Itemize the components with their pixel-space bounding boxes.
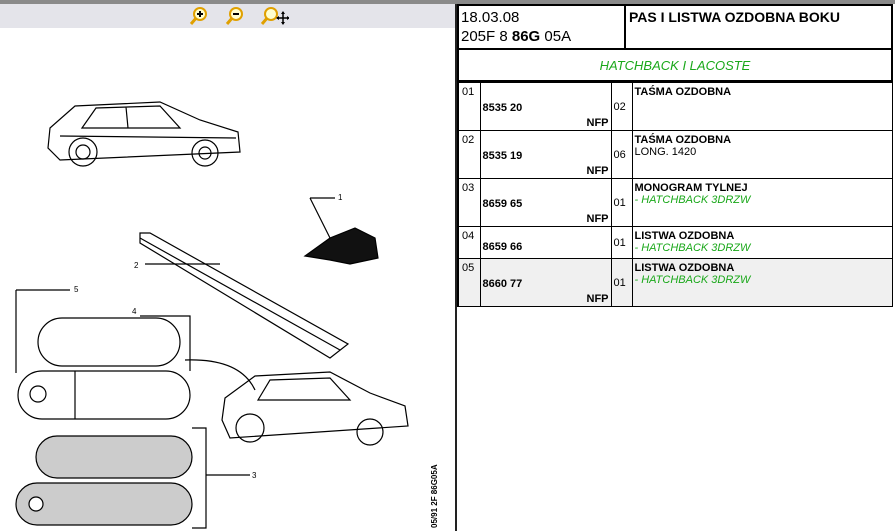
diagram-panel: 1 2 5 4 3 05/91 2F 86G05A xyxy=(0,4,455,531)
part-quantity: 06 xyxy=(610,130,633,179)
nfp-label: NFP xyxy=(586,213,609,225)
part-reference-cell: 8659 65 NFP xyxy=(479,178,612,227)
panel-divider xyxy=(455,4,457,531)
part-description: MONOGRAM TYLNEJ- HATCHBACK 3DRZW xyxy=(631,178,893,227)
part-note: - HATCHBACK 3DRZW xyxy=(634,274,751,286)
part-quantity: 01 xyxy=(610,178,633,227)
parts-panel: 18.03.08 205F 8 86G 05A PAS I LISTWA OZD… xyxy=(457,4,895,531)
zoom-pan-icon xyxy=(260,7,289,25)
part-quantity: 02 xyxy=(610,82,633,131)
part-reference: 8660 77 xyxy=(482,278,523,290)
part-name: LISTWA OZDOBNA xyxy=(634,262,735,274)
trim-shapes-4-5 xyxy=(15,289,191,420)
catalog-date: 18.03.08 xyxy=(461,9,520,26)
part-index: 05 xyxy=(457,258,481,307)
nfp-label: NFP xyxy=(586,165,609,177)
part-reference: 8659 66 xyxy=(482,241,523,253)
part-reference-cell: 8535 20 NFP xyxy=(479,82,612,131)
section-title: PAS I LISTWA OZDOBNA BOKU xyxy=(624,4,893,50)
nfp-label: NFP xyxy=(586,293,609,305)
part-index: 02 xyxy=(457,130,481,179)
zoom-in-button[interactable] xyxy=(187,6,209,26)
zoom-out-button[interactable] xyxy=(223,6,245,26)
part-reference-cell: 8535 19 NFP xyxy=(479,130,612,179)
part-index: 04 xyxy=(457,226,481,259)
callout-1: 1 xyxy=(338,193,343,202)
part-reference: 8535 19 xyxy=(482,150,523,162)
callout-4: 4 xyxy=(132,307,137,316)
part-name: TAŚMA OZDOBNA xyxy=(634,134,732,146)
part-name: TAŚMA OZDOBNA xyxy=(634,86,732,98)
callout-5: 5 xyxy=(74,285,79,294)
part-row[interactable]: 03 8659 65 NFP 01 MONOGRAM TYLNEJ- HATCHB… xyxy=(457,178,893,227)
part-name: LISTWA OZDOBNA xyxy=(634,230,735,242)
diagram-stamp: 05/91 2F 86G05A xyxy=(430,464,439,528)
part-reference-cell: 8660 77 NFP xyxy=(479,258,612,307)
nfp-label: NFP xyxy=(586,117,609,129)
window-top-border xyxy=(0,0,895,4)
part-index: 01 xyxy=(457,82,481,131)
section-subtitle: HATCHBACK I LACOSTE xyxy=(457,48,893,82)
part-row[interactable]: 05 8660 77 NFP 01 LISTWA OZDOBNA- HATCHBA… xyxy=(457,258,893,307)
diagram-toolbar xyxy=(0,4,455,28)
header-code-cell: 18.03.08 205F 8 86G 05A xyxy=(457,4,626,50)
zoom-in-icon xyxy=(189,7,207,25)
lacoste-crocodile-sketch xyxy=(303,227,379,265)
part-note: - HATCHBACK 3DRZW xyxy=(634,242,751,254)
part-reference: 8535 20 xyxy=(482,102,523,114)
mesh-shapes-3 xyxy=(15,427,250,529)
part-row[interactable]: 04 8659 66 01 LISTWA OZDOBNA- HATCHBACK … xyxy=(457,226,893,259)
part-note: - HATCHBACK 3DRZW xyxy=(634,194,751,206)
part-row[interactable]: 01 8535 20 NFP 02 TAŚMA OZDOBNA xyxy=(457,82,893,131)
part-quantity: 01 xyxy=(610,226,633,259)
callout-2: 2 xyxy=(134,261,139,270)
part-description: TAŚMA OZDOBNA xyxy=(631,82,893,131)
zoom-out-icon xyxy=(225,7,243,25)
part-name: MONOGRAM TYLNEJ xyxy=(634,182,748,194)
part-description: LISTWA OZDOBNA- HATCHBACK 3DRZW xyxy=(631,226,893,259)
zoom-fit-button[interactable] xyxy=(259,6,289,26)
part-reference-cell: 8659 66 xyxy=(479,226,612,259)
part-reference: 8659 65 xyxy=(482,198,523,210)
part-index: 03 xyxy=(457,178,481,227)
part-description: LISTWA OZDOBNA- HATCHBACK 3DRZW xyxy=(631,258,893,307)
side-strip-2 xyxy=(139,232,350,359)
part-quantity: 01 xyxy=(610,258,633,307)
car-5door-sketch xyxy=(47,101,241,167)
callout-3: 3 xyxy=(252,471,257,480)
parts-diagram: 1 2 5 4 3 05/91 2F 86G05A xyxy=(15,101,439,529)
part-note: LONG. 1420 xyxy=(634,146,697,158)
catalog-code: 205F 8 86G 05A xyxy=(461,28,572,45)
car-3door-sketch xyxy=(221,371,409,446)
